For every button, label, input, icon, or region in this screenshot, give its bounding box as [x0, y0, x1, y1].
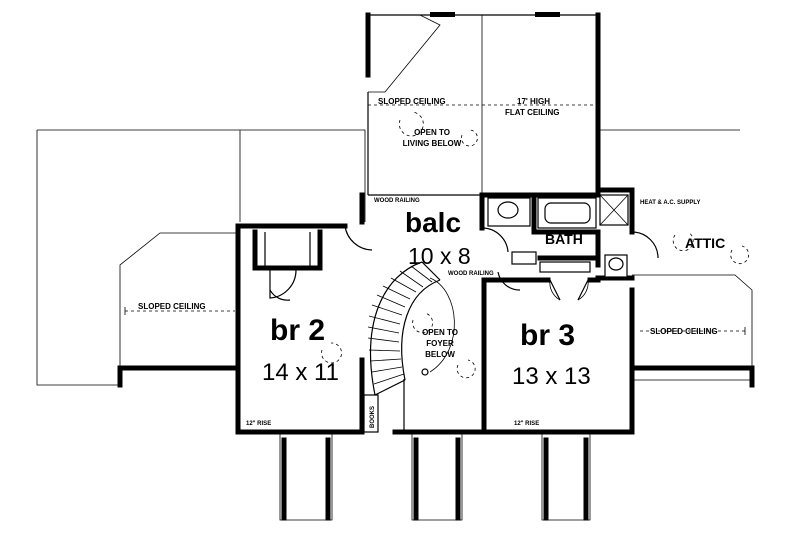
open-living-area: [365, 12, 601, 198]
closet-br2: [252, 229, 323, 299]
spiral-stair: [367, 261, 455, 432]
ceiling-arrows: [124, 307, 746, 335]
br2-name: br 2: [270, 314, 325, 347]
wood-railing-stair: WOOD RAILING: [448, 271, 494, 277]
books-cabinet: [363, 394, 379, 433]
attic-name: ATTIC: [685, 235, 725, 251]
roof-outlines: [36, 129, 753, 386]
open-foyer-line3: BELOW: [425, 350, 455, 359]
hvac-supply: HEAT & A.C. SUPPLY: [640, 200, 700, 206]
balc-size: 10 x 8: [408, 243, 471, 269]
br2-size: 14 x 11: [262, 359, 339, 386]
flat-ceiling-line2: FLAT CEILING: [505, 108, 560, 117]
books-label: BOOKS: [370, 406, 376, 428]
porches: [279, 432, 591, 521]
bath-name: BATH: [545, 231, 583, 247]
closet-br3-doors: [549, 279, 589, 301]
br3-name: br 3: [520, 319, 575, 352]
balc-name: balc: [405, 207, 461, 238]
wood-railing-top: WOOD RAILING: [374, 198, 420, 204]
sloped-ceiling-right: SLOPED CEILING: [650, 327, 718, 336]
open-foyer-line1: OPEN TO: [422, 328, 458, 337]
sloped-ceiling-left: SLOPED CEILING: [138, 302, 206, 311]
walls: [117, 187, 755, 435]
open-foyer-line2: FOYER: [426, 339, 454, 348]
bath-fixtures: [487, 194, 629, 278]
open-living-line2: LIVING BELOW: [403, 139, 462, 148]
ceiling-fixtures: [321, 111, 750, 379]
sloped-ceiling-top: SLOPED CEILING: [378, 97, 446, 106]
doors: [269, 225, 659, 301]
open-living-line1: OPEN TO: [414, 128, 450, 137]
plan-notes: SLOPED CEILING 17' HIGH FLAT CEILING OPE…: [138, 97, 718, 428]
rise-left: 12" RISE: [246, 421, 271, 427]
flat-ceiling-line1: 17' HIGH: [517, 97, 550, 106]
room-labels: balc 10 x 8 br 2 14 x 11 br 3 13 x 13 BA…: [262, 207, 725, 390]
br3-size: 13 x 13: [512, 363, 591, 390]
rise-right: 12" RISE: [514, 421, 539, 427]
